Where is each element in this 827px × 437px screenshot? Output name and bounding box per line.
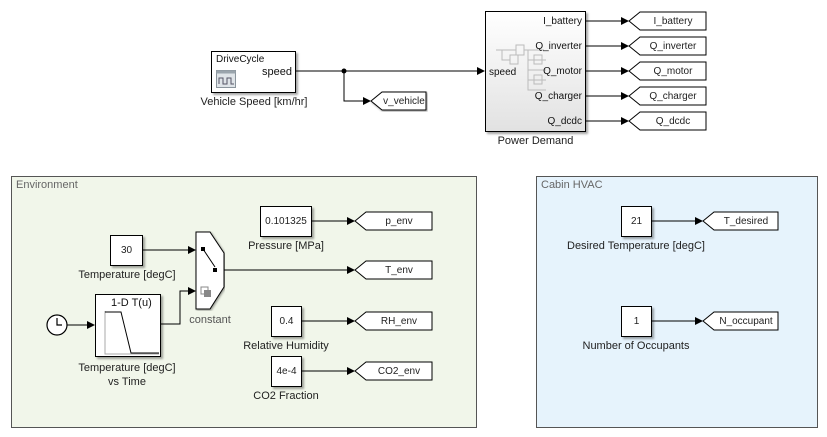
drive-cycle-label: Vehicle Speed [km/hr] <box>200 96 308 108</box>
goto-tag-shape <box>628 36 707 56</box>
temperature-constant-label: Temperature [degC] <box>78 269 176 281</box>
occupants-constant-label: Number of Occupants <box>582 340 690 352</box>
occupants-constant-block[interactable]: 1 <box>621 306 652 337</box>
power-demand-output-q-dcdc: Q_dcdc <box>547 116 582 127</box>
temperature-constant-value: 30 <box>120 245 133 256</box>
goto-tag-label: T_desired <box>723 216 769 227</box>
goto-tag-q-inverter[interactable]: Q_inverter <box>628 36 708 57</box>
co2-constant-value: 4e-4 <box>276 366 297 377</box>
goto-tag-v-vehicle-label: v_vehicle <box>383 96 425 107</box>
goto-tag-p-env[interactable]: p_env <box>354 211 434 232</box>
clock-icon[interactable] <box>45 313 69 337</box>
power-demand-label: Power Demand <box>497 135 574 147</box>
goto-tag-t-env[interactable]: T_env <box>354 260 434 281</box>
lookup-curve-icon <box>104 311 159 355</box>
humidity-constant-value: 0.4 <box>279 316 294 327</box>
goto-tag-q-charger[interactable]: Q_charger <box>628 86 708 107</box>
goto-tag-v-vehicle[interactable] <box>370 91 428 112</box>
pressure-constant-label: Pressure [MPa] <box>248 240 324 252</box>
power-demand-block[interactable]: speed I_battery Q_inverter Q_motor Q_cha… <box>485 11 586 132</box>
goto-tag-shape <box>354 361 433 381</box>
goto-tag-shape <box>628 61 707 81</box>
goto-tag-shape <box>628 111 707 131</box>
goto-tag-label: Q_inverter <box>649 41 697 52</box>
pressure-constant-value: 0.101325 <box>265 216 307 227</box>
power-demand-output-q-charger: Q_charger <box>534 91 582 102</box>
signal-builder-icon <box>216 70 236 88</box>
desired-temp-constant-value: 21 <box>630 216 643 227</box>
desired-temp-constant-block[interactable]: 21 <box>621 206 652 237</box>
goto-tag-shape <box>354 211 433 231</box>
temperature-constant-block[interactable]: 30 <box>110 235 143 266</box>
co2-constant-block[interactable]: 4e-4 <box>271 356 302 387</box>
goto-tag-rh-env[interactable]: RH_env <box>354 311 434 332</box>
drive-cycle-port-speed: speed <box>262 66 292 78</box>
cabin-hvac-area-title: Cabin HVAC <box>541 179 603 191</box>
goto-tag-shape <box>354 311 433 331</box>
goto-tag-label: CO2_env <box>377 366 421 377</box>
goto-tag-label: Q_motor <box>653 66 693 77</box>
goto-tag-shape <box>702 311 779 331</box>
goto-tag-shape <box>628 11 707 31</box>
goto-tag-n-occupant[interactable]: N_occupant <box>702 311 780 332</box>
occupants-constant-value: 1 <box>633 316 640 327</box>
lookup-table-title: 1-D T(u) <box>111 297 152 309</box>
branch-point <box>341 68 347 74</box>
switch-label: constant <box>189 314 231 326</box>
power-demand-output-q-inverter: Q_inverter <box>535 41 582 52</box>
desired-temp-constant-label: Desired Temperature [degC] <box>567 240 705 252</box>
goto-tag-q-dcdc[interactable]: Q_dcdc <box>628 111 708 132</box>
line-lookup-out <box>160 287 196 325</box>
goto-tag-label: RH_env <box>380 316 418 327</box>
co2-constant-label: CO2 Fraction <box>253 390 319 402</box>
goto-tag-co2-env[interactable]: CO2_env <box>354 361 434 382</box>
pressure-constant-block[interactable]: 0.101325 <box>260 206 312 237</box>
manual-switch-block[interactable] <box>195 231 225 311</box>
goto-tag-t-desired[interactable]: T_desired <box>702 211 780 232</box>
subsystem-preview-icon <box>496 44 546 91</box>
goto-tag-shape <box>702 211 779 231</box>
lookup-table-label-line1: Temperature [degC] <box>78 362 176 374</box>
goto-tag-label: T_env <box>385 265 413 276</box>
goto-tag-label: p_env <box>385 216 413 227</box>
line-speed-branch <box>343 71 371 105</box>
power-demand-input-speed: speed <box>489 67 517 78</box>
goto-tag-shape <box>628 86 707 106</box>
humidity-constant-block[interactable]: 0.4 <box>271 306 302 337</box>
lookup-table-block[interactable]: 1-D T(u) <box>95 294 161 357</box>
goto-tag-label: Q_charger <box>649 91 697 102</box>
goto-tag-i-battery[interactable]: I_battery <box>628 11 708 32</box>
goto-tag-shape <box>354 260 433 280</box>
environment-area-title: Environment <box>16 179 78 191</box>
power-demand-output-i-battery: I_battery <box>543 16 582 27</box>
lookup-table-label-line2: vs Time <box>108 376 146 388</box>
goto-tag-label: I_battery <box>653 16 693 27</box>
power-demand-output-q-motor: Q_motor <box>543 66 582 77</box>
drive-cycle-block[interactable]: DriveCycle speed <box>211 51 296 93</box>
goto-tag-label: N_occupant <box>719 316 773 327</box>
drive-cycle-header: DriveCycle <box>216 54 265 65</box>
goto-tag-q-motor[interactable]: Q_motor <box>628 61 708 82</box>
goto-tag-label: Q_dcdc <box>655 116 691 127</box>
humidity-constant-label: Relative Humidity <box>243 340 329 352</box>
